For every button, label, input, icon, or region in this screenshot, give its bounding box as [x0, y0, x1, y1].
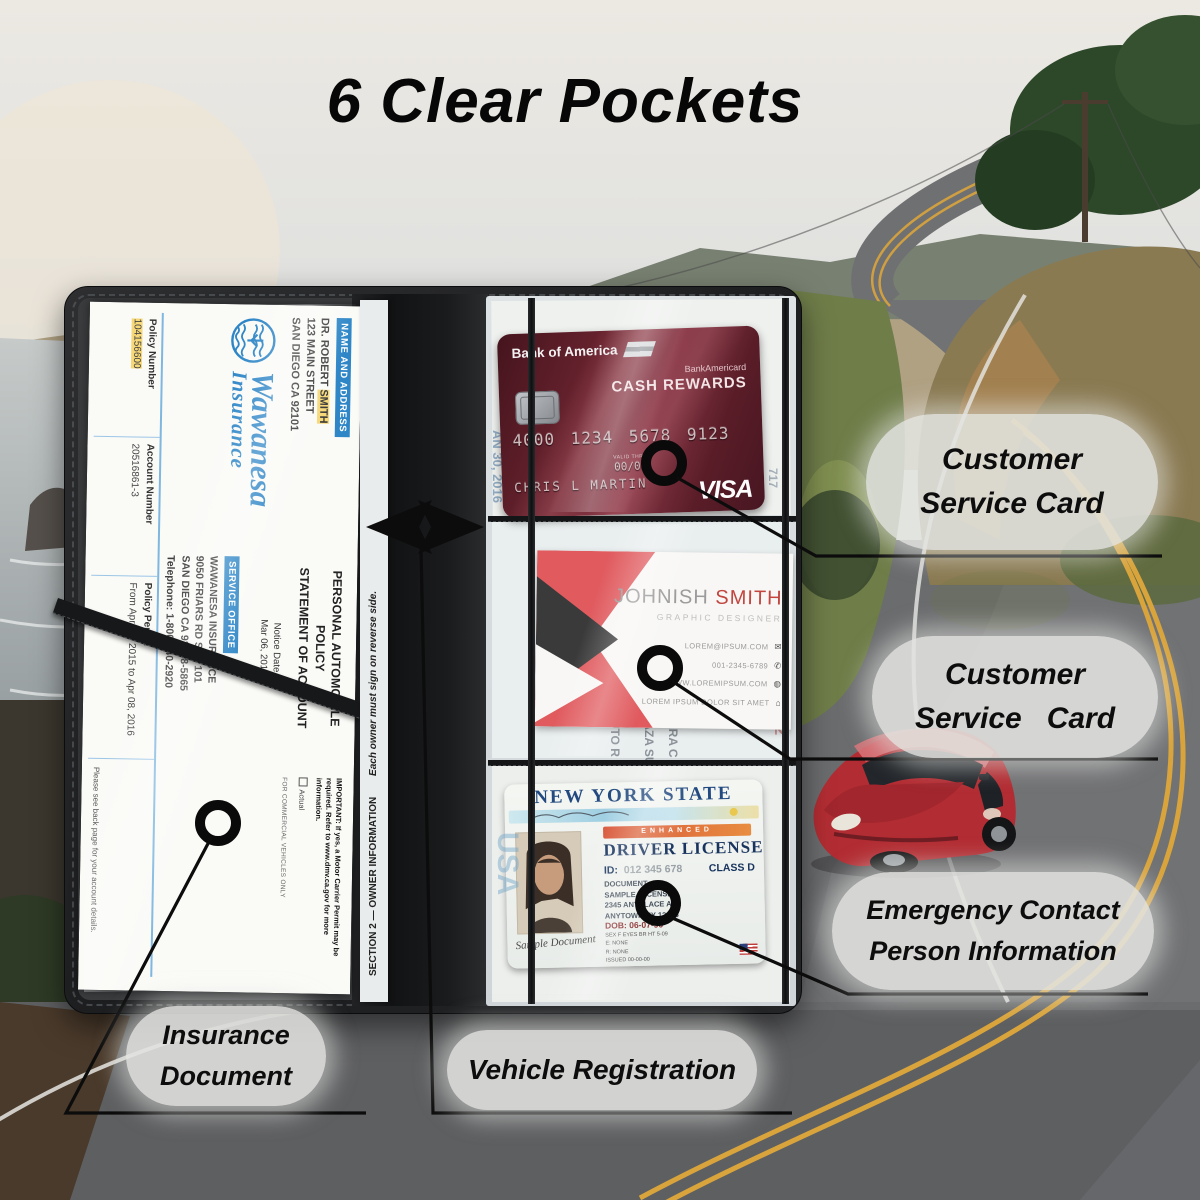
pocket-strap-right — [782, 298, 789, 1004]
license-class: CLASS D — [708, 861, 756, 875]
phone-icon: ✆ — [774, 660, 782, 671]
page-title: 6 Clear Pockets — [326, 67, 804, 136]
business-card-name: JOHNISH SMITH — [613, 585, 783, 610]
callout-vehicle-registration: Vehicle Registration — [447, 1030, 757, 1110]
card-chip — [514, 390, 561, 426]
account-number: 20516861-3 — [128, 443, 141, 497]
us-flag-icon — [739, 943, 758, 955]
callout-emergency-contact: Emergency Contact Person Information — [832, 872, 1154, 990]
back-page-note: Please see back page for your account de… — [89, 766, 101, 933]
license-type: DRIVER LICENSE — [603, 837, 764, 860]
bank-flag-icon — [623, 341, 656, 358]
ring-business-card — [637, 645, 683, 691]
pocket-strap-left — [528, 298, 535, 1004]
card-number: 4000 1234 5678 9123 — [512, 423, 730, 451]
name-address-header: NAME AND ADDRESS — [334, 317, 352, 438]
notice-date: Notice Date Mar 06, 2015 — [257, 619, 283, 676]
wawanesa-wordmark: Wawanesa Insurance — [225, 371, 281, 508]
insured-address: DR. ROBERT SMITH 123 MAIN STREET SAN DIE… — [288, 317, 331, 432]
home-icon: ⌂ — [775, 697, 782, 708]
business-card-graphic — [534, 550, 656, 728]
actual-checkbox — [298, 777, 308, 787]
ring-credit-card — [641, 440, 687, 486]
faint-number-text: 717 — [766, 468, 780, 489]
insurance-document: NAME AND ADDRESS DR. ROBERT SMITH 123 MA… — [78, 301, 362, 995]
callout-customer-service-card-2: Customer Service Card — [872, 636, 1158, 758]
faint-usa-text: USA — [491, 832, 524, 896]
credit-card: Bank of America BankAmericard CASH REWAR… — [496, 325, 766, 519]
fine-print: IMPORTANT: If yes, a Motor Carrier Permi… — [279, 777, 344, 957]
callout-insurance-document: Insurance Document — [126, 1006, 326, 1106]
driver-license: NEW YORK STATE ENHANCED DRIVER LICENSE I… — [504, 779, 766, 969]
visa-logo: VISA — [697, 474, 753, 505]
ring-license — [635, 880, 681, 926]
email-icon: ✉ — [774, 641, 782, 652]
business-card-role: GRAPHIC DESIGNER — [656, 611, 783, 624]
license-id: ID: 012 345 678 — [603, 863, 683, 877]
name-highlight: SMITH — [316, 389, 330, 424]
web-icon: ◍ — [773, 678, 782, 690]
policy-number: 104156600 — [130, 318, 143, 369]
vehicle-registration-edge: SECTION 2 — OWNER INFORMATION Each owner… — [360, 300, 388, 1002]
pocket-seam-top — [488, 516, 796, 522]
wawanesa-logo-icon — [231, 318, 276, 363]
business-card: JOHNISH SMITH GRAPHIC DESIGNER LOREM@IPS… — [534, 550, 794, 730]
enhanced-band: ENHANCED — [603, 823, 752, 839]
callout-customer-service-card-1: Customer Service Card — [866, 414, 1158, 550]
ring-insurance — [195, 800, 241, 846]
statement-title: PERSONAL AUTOMOBILE POLICY STATEMENT OF … — [295, 567, 345, 729]
license-photo — [515, 831, 584, 935]
card-product-name: CASH REWARDS — [611, 373, 747, 396]
license-details: SEX F EYES BR HT 5-09 E: NONE R: NONE IS… — [605, 931, 668, 964]
